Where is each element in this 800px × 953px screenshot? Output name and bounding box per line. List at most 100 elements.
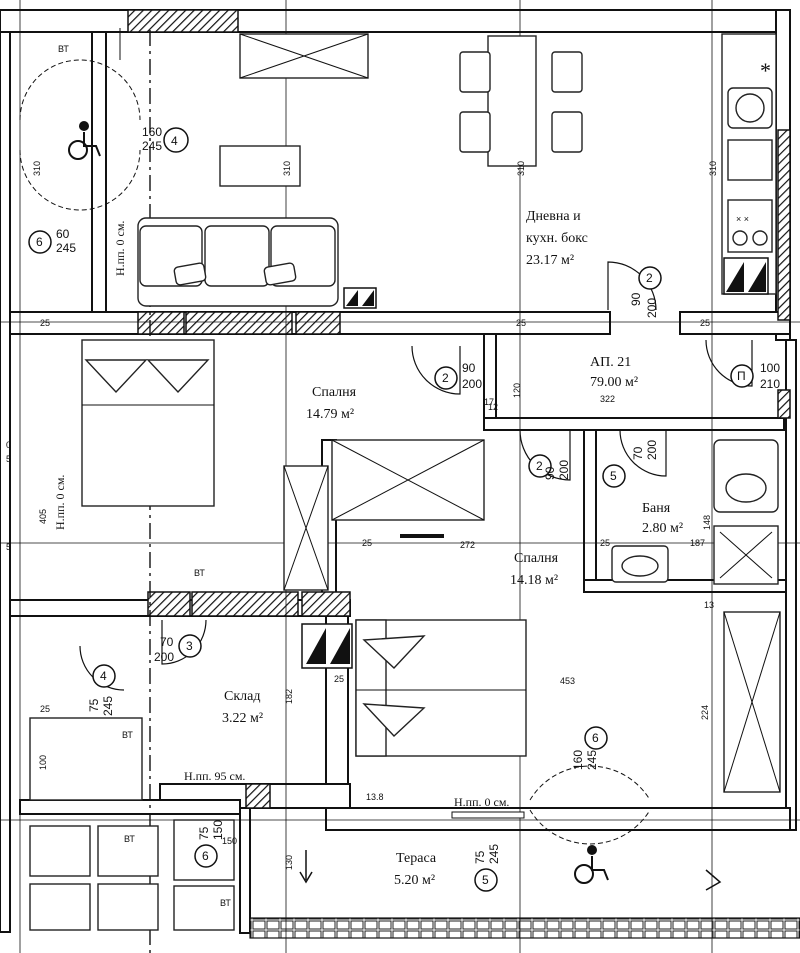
svg-text:25: 25 xyxy=(516,318,526,328)
svg-text:200: 200 xyxy=(645,298,659,318)
wall-living-bottom-right xyxy=(679,311,791,335)
column-g xyxy=(245,783,271,809)
door-tag-d6-left: 6 60 245 xyxy=(28,227,76,255)
storage-shelves xyxy=(29,717,235,931)
svg-text:150: 150 xyxy=(222,836,237,846)
svg-text:187: 187 xyxy=(690,538,705,548)
svg-text:70: 70 xyxy=(631,446,645,460)
svg-text:90: 90 xyxy=(543,466,557,480)
svg-text:148: 148 xyxy=(702,515,712,530)
wall-lower-mid xyxy=(239,807,251,934)
svg-text:ВТ: ВТ xyxy=(220,898,231,908)
level-living: Н.пп. 0 см. xyxy=(113,221,127,276)
apartment-name: АП. 21 xyxy=(590,355,631,370)
accessibility-icon xyxy=(68,121,101,160)
door-tag-d5-terrace: 5 75 245 xyxy=(473,844,501,892)
svg-text:160: 160 xyxy=(142,125,162,139)
column-d xyxy=(147,591,191,617)
terrace-railing xyxy=(249,917,800,939)
tv-stand xyxy=(219,145,301,187)
svg-text:ВТ: ВТ xyxy=(58,44,69,54)
svg-text:182: 182 xyxy=(284,689,294,704)
svg-text:405: 405 xyxy=(38,509,48,524)
wall-left xyxy=(0,31,11,933)
door-tag-d4-small: 4 75 245 xyxy=(87,664,116,716)
hatched-columns xyxy=(127,9,791,809)
svg-text:245: 245 xyxy=(487,844,501,864)
svg-text:245: 245 xyxy=(101,696,115,716)
svg-text:0: 0 xyxy=(6,440,11,450)
level-bedroom2: Н.пп. 0 см. xyxy=(454,795,509,809)
storage-area: 3.22 м² xyxy=(222,711,263,726)
svg-text:224: 224 xyxy=(700,705,710,720)
star-mark: * xyxy=(760,58,771,83)
door-tag-entry: П 100 210 xyxy=(730,361,780,391)
column-top xyxy=(127,9,239,33)
arrow-down xyxy=(299,850,722,891)
svg-text:310: 310 xyxy=(32,161,42,176)
door-tag-d2-bed1: 2 90 200 xyxy=(434,361,482,391)
living-area: 23.17 м² xyxy=(526,253,574,268)
bath-name: Баня xyxy=(642,501,671,516)
svg-text:5: 5 xyxy=(6,454,11,464)
svg-text:П: П xyxy=(737,369,746,383)
svg-text:245: 245 xyxy=(585,750,599,770)
svg-text:310: 310 xyxy=(516,161,526,176)
svg-text:25: 25 xyxy=(600,538,610,548)
kitchen-counter: × × * xyxy=(721,33,777,295)
column-f xyxy=(301,591,351,617)
svg-text:4: 4 xyxy=(171,134,178,148)
column-right xyxy=(777,129,791,321)
svg-text:2: 2 xyxy=(442,371,449,385)
svg-text:200: 200 xyxy=(557,460,571,480)
room-labels: Дневна и кухн. бокс 23.17 м² Спалня 14.7… xyxy=(222,209,683,888)
svg-text:200: 200 xyxy=(645,440,659,460)
svg-text:12: 12 xyxy=(488,402,498,412)
dimensions: 310 310 310 310 25 25 25 25 25 25 25 322… xyxy=(6,161,718,870)
svg-text:160: 160 xyxy=(571,750,585,770)
wardrobe-1 xyxy=(283,439,485,591)
bathroom-fixtures xyxy=(611,439,779,585)
column-h xyxy=(777,389,791,419)
svg-text:200: 200 xyxy=(462,377,482,391)
level-notes: Н.пп. 0 см. Н.пп. 0 см. Н.пп. 95 см. Н.п… xyxy=(53,221,509,809)
svg-text:453: 453 xyxy=(560,676,575,686)
accessibility-icon-terrace xyxy=(574,845,609,884)
svg-text:75: 75 xyxy=(473,850,487,864)
wall-lower-left xyxy=(19,799,241,815)
svg-text:272: 272 xyxy=(460,540,475,550)
svg-text:ВТ: ВТ xyxy=(124,834,135,844)
window-cabinet xyxy=(239,33,369,79)
living-name-2: кухн. бокс xyxy=(526,231,588,246)
svg-text:25: 25 xyxy=(40,318,50,328)
wall-bath-left xyxy=(583,429,597,591)
sofa xyxy=(137,217,339,307)
svg-text:120: 120 xyxy=(512,383,522,398)
svg-text:ВТ: ВТ xyxy=(194,568,205,578)
svg-text:5: 5 xyxy=(6,542,11,552)
svg-text:310: 310 xyxy=(708,161,718,176)
column-c xyxy=(295,311,341,335)
bedroom2-name: Спалня xyxy=(514,551,559,566)
svg-text:210: 210 xyxy=(760,377,780,391)
svg-text:17: 17 xyxy=(484,397,494,407)
bedroom1-name: Спалня xyxy=(312,385,357,400)
bedroom1-area: 14.79 м² xyxy=(306,407,354,422)
door-tag-d2-bed2: 2 90 200 xyxy=(528,454,571,480)
svg-text:75: 75 xyxy=(197,826,211,840)
dining-table xyxy=(459,35,583,167)
svg-text:6: 6 xyxy=(592,731,599,745)
svg-text:× ×: × × xyxy=(736,214,749,224)
svg-text:3: 3 xyxy=(186,639,193,653)
svg-text:310: 310 xyxy=(282,161,292,176)
bedroom2-area: 14.18 м² xyxy=(510,573,558,588)
column-b xyxy=(185,311,293,335)
wall-corridor-bottom xyxy=(483,417,785,431)
bt-marks: ВТ ВТ ВТ ВТ ВТ xyxy=(58,44,231,908)
level-storage: Н.пп. 95 см. xyxy=(184,769,245,783)
svg-text:13: 13 xyxy=(704,600,714,610)
apartment-area: 79.00 м² xyxy=(590,375,638,390)
svg-text:13.8: 13.8 xyxy=(366,792,384,802)
